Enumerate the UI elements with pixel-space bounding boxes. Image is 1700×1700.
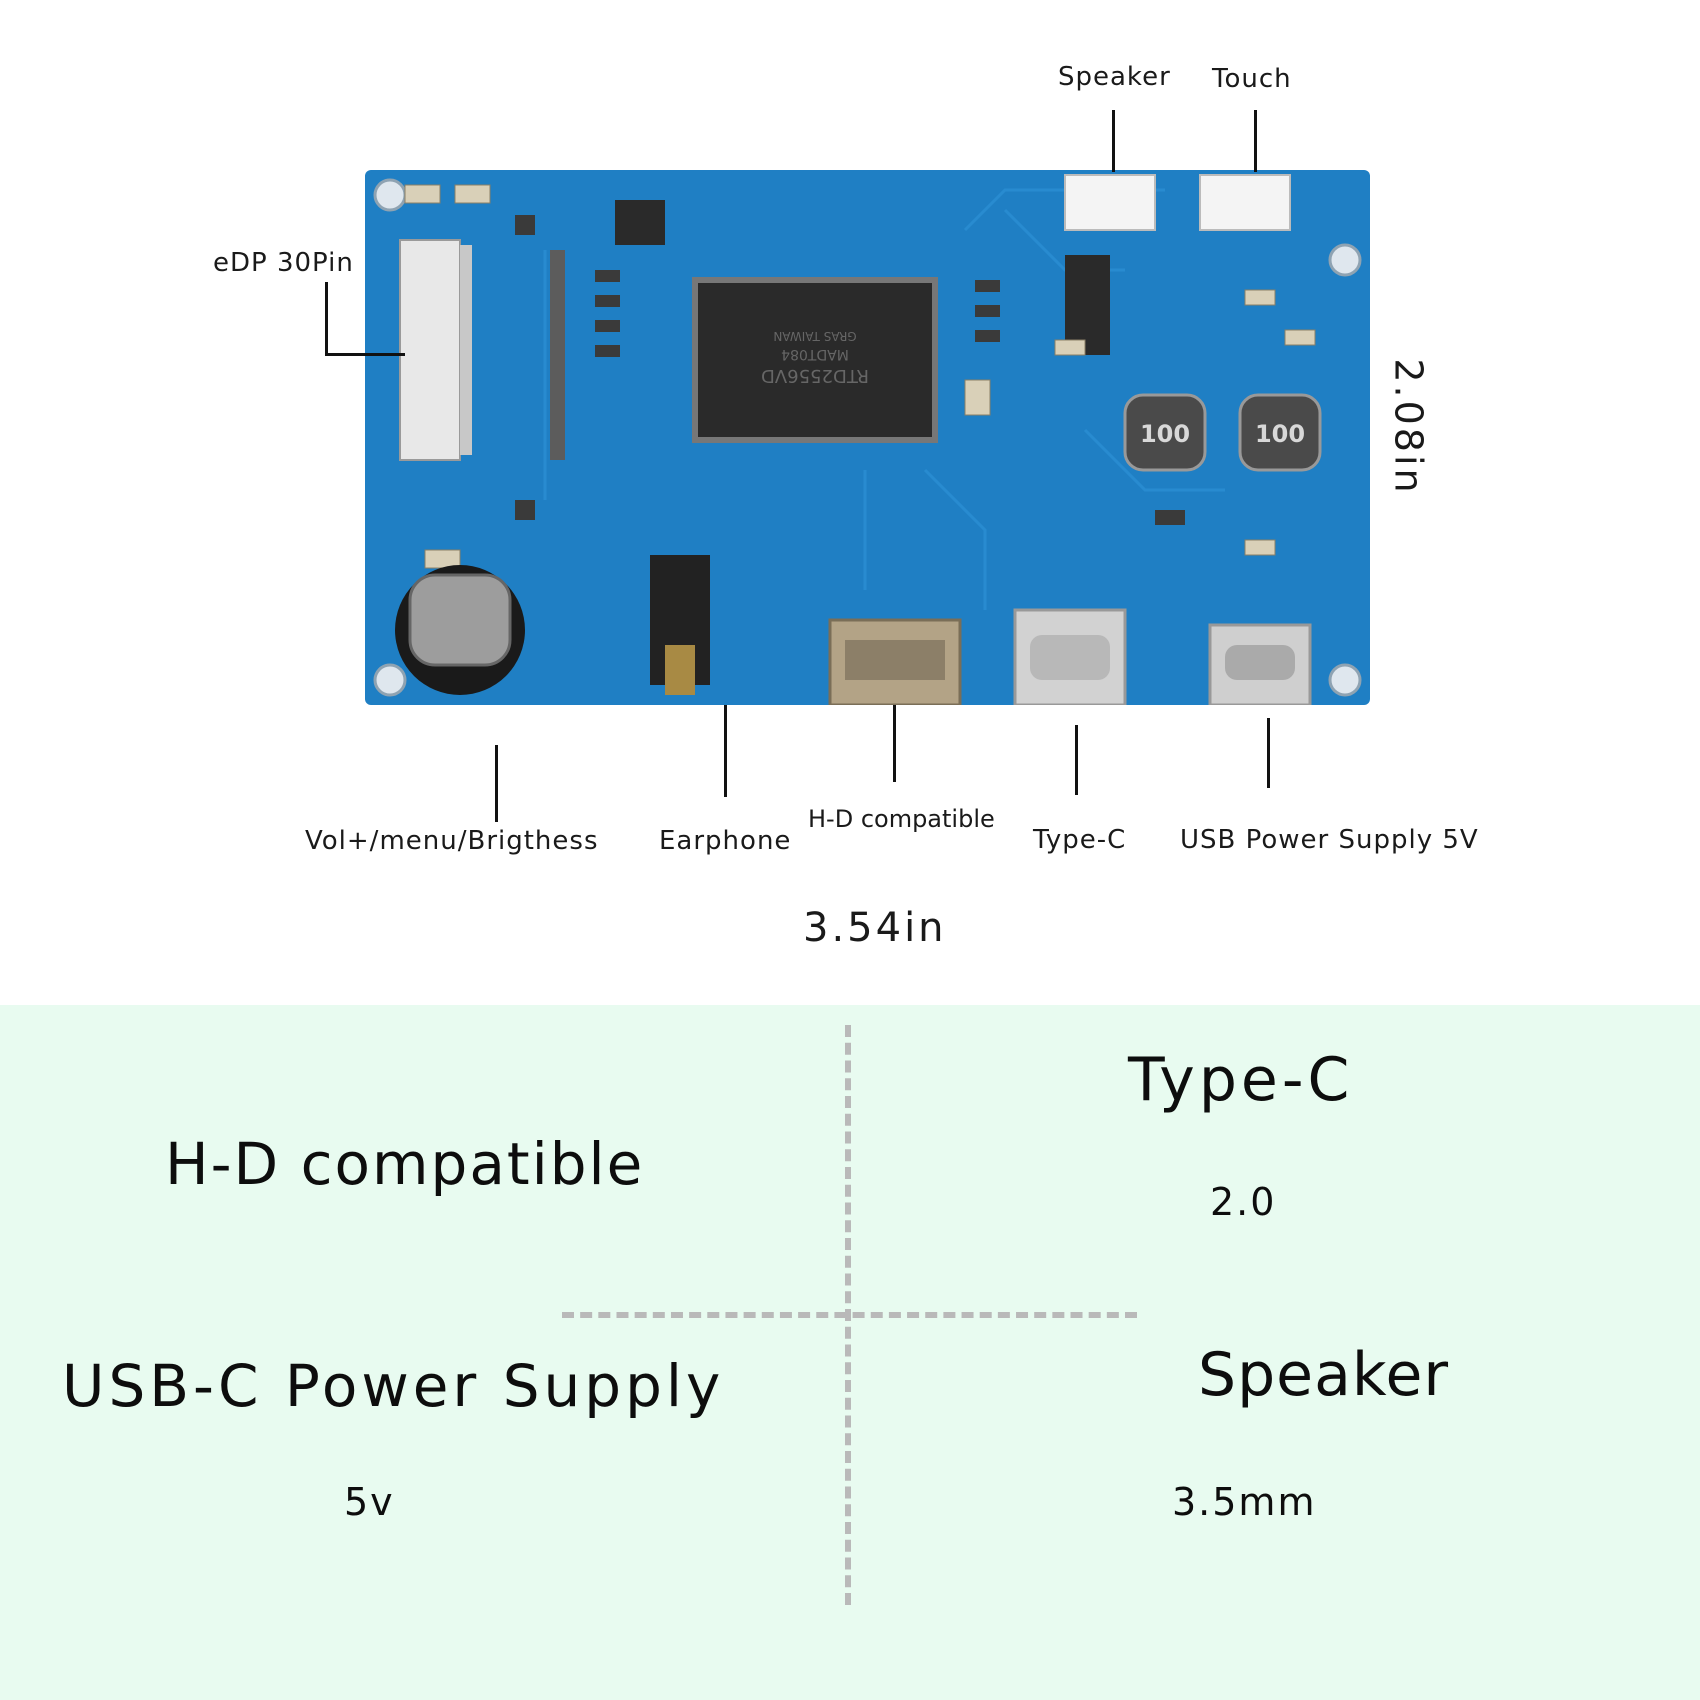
label-edp-connector: eDP 30Pin	[213, 248, 354, 278]
leader-edp-vertical	[325, 282, 328, 356]
spec-typec-title: Type-C	[1128, 1045, 1354, 1115]
label-speaker-connector: Speaker	[1058, 62, 1171, 92]
label-board-height: 2.08in	[1386, 358, 1431, 496]
chip-marking-3: GRAS TAIWAN	[773, 329, 856, 343]
leader-typec	[1075, 725, 1078, 795]
spec-speaker-value: 3.5mm	[1172, 1480, 1317, 1524]
label-typec: Type-C	[1033, 825, 1127, 855]
spec-divider-horizontal	[562, 1312, 1137, 1318]
spec-usbc-value: 5v	[344, 1480, 395, 1524]
leader-speaker	[1112, 110, 1115, 172]
label-touch-connector: Touch	[1212, 64, 1292, 94]
driver-board-pcb: RTD2556VD MADT084 GRAS TAIWAN 100 100	[365, 170, 1370, 705]
label-board-width: 3.54in	[803, 905, 947, 951]
label-hd-compatible: H-D compatible	[808, 805, 995, 833]
inductor-right-mark: 100	[1255, 420, 1305, 448]
leader-vol-menu	[495, 745, 498, 822]
spec-hd-title: H-D compatible	[165, 1130, 645, 1198]
diagram-area: RTD2556VD MADT084 GRAS TAIWAN 100 100	[213, 62, 1479, 951]
leader-hd	[893, 705, 896, 782]
spec-typec-value: 2.0	[1210, 1180, 1277, 1224]
leader-usb-power	[1267, 718, 1270, 788]
chip-marking-1: RTD2556VD	[761, 365, 869, 386]
inductor-left-mark: 100	[1140, 420, 1190, 448]
label-usb-power-supply: USB Power Supply 5V	[1180, 825, 1479, 855]
leader-touch	[1254, 110, 1257, 172]
chip-marking-2: MADT084	[781, 346, 849, 362]
label-vol-menu-brightness: Vol+/menu/Brigthess	[305, 826, 599, 856]
spec-usbc-title: USB-C Power Supply	[62, 1352, 725, 1420]
label-earphone: Earphone	[659, 826, 792, 856]
spec-speaker-title: Speaker	[1198, 1340, 1450, 1410]
leader-earphone	[724, 705, 727, 797]
leader-edp-horizontal	[325, 353, 405, 356]
